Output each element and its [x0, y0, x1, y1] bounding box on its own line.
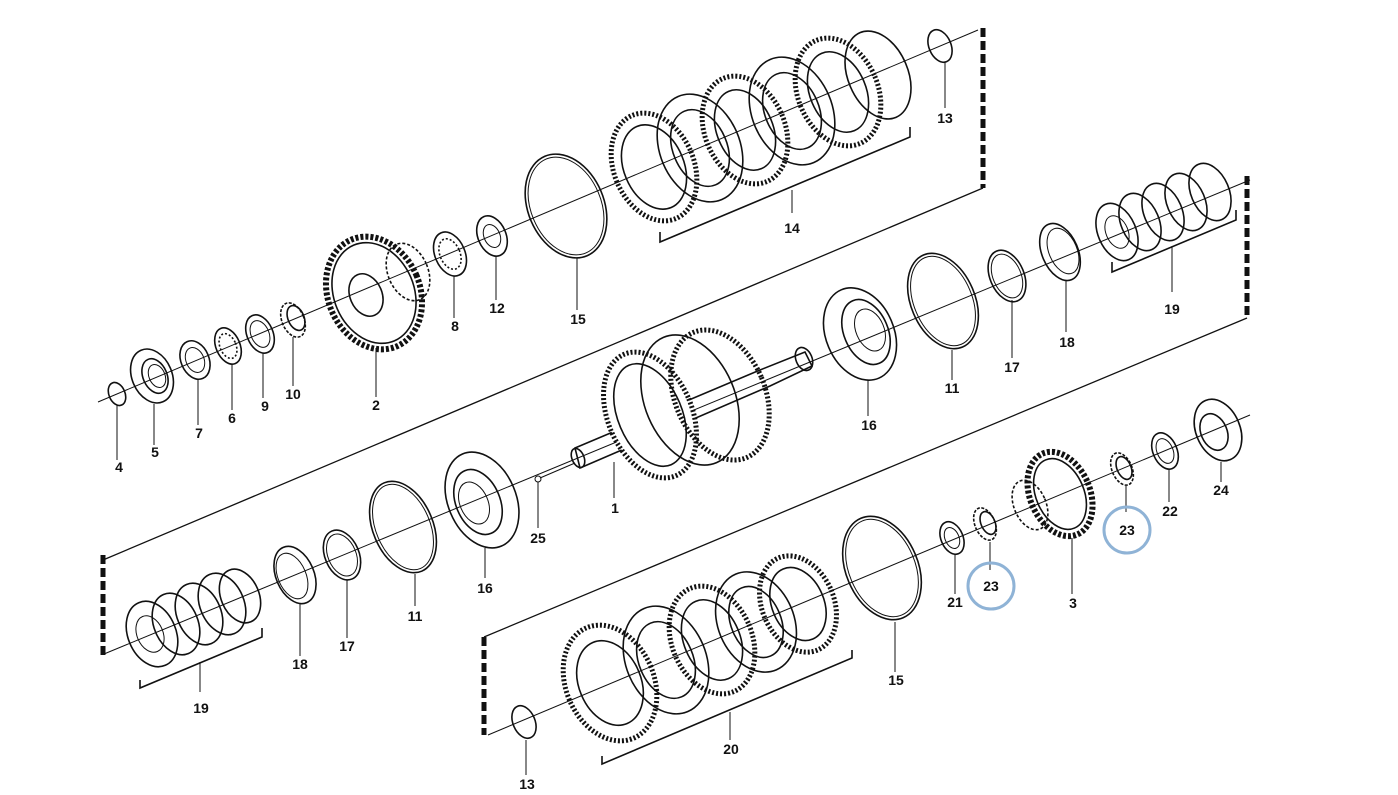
snap-ring-13-top	[927, 28, 953, 64]
callout-23-right[interactable]: 23	[1119, 522, 1135, 538]
callout-18-left[interactable]: 18	[292, 656, 308, 672]
callout-20[interactable]: 20	[723, 741, 739, 757]
callout-9[interactable]: 9	[261, 398, 269, 414]
callout-15-top[interactable]: 15	[570, 311, 586, 327]
callout-10[interactable]: 10	[285, 386, 301, 402]
clutch-pack-19-right	[1095, 162, 1232, 262]
o-ring-11-right	[906, 252, 980, 350]
callout-19-left[interactable]: 19	[193, 700, 209, 716]
roller-bearing-23-right	[1109, 452, 1135, 486]
highlight-circles	[966, 505, 1152, 611]
callout-5[interactable]: 5	[151, 444, 159, 460]
callout-25[interactable]: 25	[530, 530, 546, 546]
callout-14[interactable]: 14	[784, 220, 800, 236]
callout-17-right[interactable]: 17	[1004, 359, 1020, 375]
callout-12[interactable]: 12	[489, 300, 505, 316]
highlight-23-bottom	[966, 561, 1016, 611]
pin-25	[534, 462, 576, 483]
callout-2[interactable]: 2	[372, 397, 380, 413]
shaft-1	[570, 327, 814, 481]
highlight-23-right	[1102, 505, 1152, 555]
roller-bearing-23-left	[972, 507, 998, 541]
bearing-5	[129, 348, 175, 404]
seal-ring-17-right	[987, 249, 1027, 303]
callout-15-bottom[interactable]: 15	[888, 672, 904, 688]
o-ring-11-left	[368, 480, 438, 574]
washer-21	[939, 520, 965, 556]
callout-4[interactable]: 4	[115, 459, 123, 475]
callout-22[interactable]: 22	[1162, 503, 1178, 519]
callout-17-left[interactable]: 17	[339, 638, 355, 654]
washer-9	[244, 314, 276, 354]
callout-6[interactable]: 6	[228, 410, 236, 426]
callout-24[interactable]: 24	[1213, 482, 1229, 498]
piston-16-left	[444, 451, 520, 549]
callout-16-right[interactable]: 16	[861, 417, 877, 433]
roller-bearing-10	[279, 302, 307, 338]
callout-11-right[interactable]: 11	[945, 380, 960, 396]
callout-19-right[interactable]: 19	[1164, 301, 1180, 317]
snap-ring-13-bottom	[511, 704, 537, 740]
callout-13-bottom[interactable]: 13	[519, 776, 535, 792]
washer-22	[1150, 432, 1180, 470]
piston-ring-18-left	[273, 545, 317, 605]
callout-18-right[interactable]: 18	[1059, 334, 1075, 350]
callout-8[interactable]: 8	[451, 318, 459, 334]
washer-12	[475, 215, 509, 257]
leader-lines	[116, 62, 1222, 775]
gear-2	[322, 233, 431, 353]
callout-7[interactable]: 7	[195, 425, 203, 441]
o-ring-15-bottom	[841, 515, 923, 621]
gear-3	[1011, 448, 1096, 540]
needle-bearing-8	[432, 231, 468, 277]
needle-bearing-6	[213, 327, 243, 365]
piston-16-right	[822, 287, 898, 381]
washer-7	[179, 339, 211, 381]
callout-13-top[interactable]: 13	[937, 110, 953, 126]
group-frames	[100, 28, 1250, 735]
callout-labels: 4 5 7 6 9 10 2 8 12 15 14 13 16 11 17 18…	[115, 110, 1229, 792]
clutch-pack-20	[560, 553, 839, 744]
bearing-24	[1193, 398, 1243, 462]
piston-ring-18-right	[1038, 222, 1082, 282]
clutch-pack-14	[608, 30, 912, 224]
clutch-pack-19-left	[125, 568, 262, 668]
seal-ring-17-left	[322, 529, 362, 581]
callout-21[interactable]: 21	[947, 594, 963, 610]
group-braces	[139, 127, 1237, 766]
callout-3[interactable]: 3	[1069, 595, 1077, 611]
o-ring-15-top	[524, 153, 608, 259]
callout-16-left[interactable]: 16	[477, 580, 493, 596]
callout-1[interactable]: 1	[611, 500, 619, 516]
callout-23-bottom[interactable]: 23	[983, 578, 999, 594]
callout-11-left[interactable]: 11	[408, 608, 423, 624]
snap-ring-4	[107, 381, 127, 407]
